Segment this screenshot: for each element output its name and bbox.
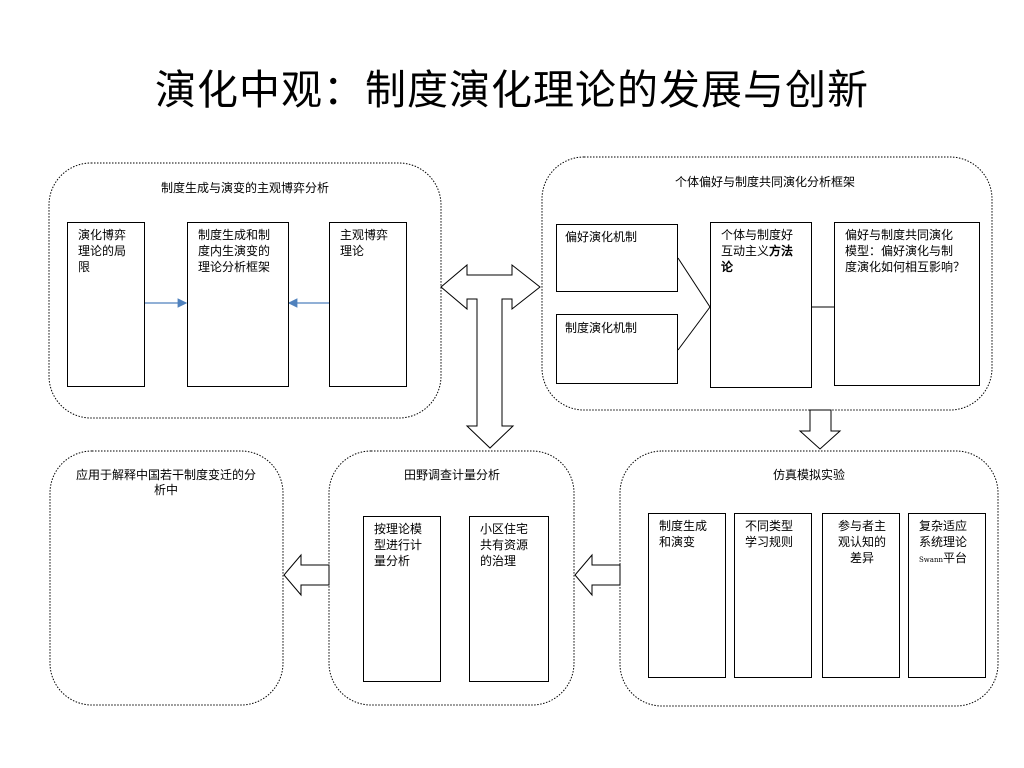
box-coevolution-model-text: 偏好与制度共同演化 模型：偏好演化与制 度演化如何相互影响？: [845, 227, 979, 275]
box-institution-generation-text: 制度生成 和演变: [659, 518, 707, 550]
box-complex-adaptive-systems: 复杂适应 系统理论 Swann平台: [908, 513, 986, 678]
box-evolutionary-game-limits-text: 演化博弈 理论的局 限: [78, 227, 126, 275]
box-interactionism: 个体与制度好 互动主义方法 论: [710, 222, 812, 388]
line: 型进行计: [374, 538, 423, 552]
line-part: 平台: [942, 551, 967, 565]
line: 理论: [340, 244, 365, 258]
box-cognition-differences: 参与者主 观认知的 差异: [822, 513, 900, 678]
box-institution-framework: 制度生成和制 度内生演变的 理论分析框架: [187, 222, 289, 387]
line: 个体与制度好: [721, 228, 794, 242]
left-hollow-arrow-simulation-to-field: [574, 553, 621, 597]
line: 应用于解释中国若干制度变迁的分: [75, 468, 256, 482]
line: 制度生成和制: [198, 228, 271, 242]
line: 和演变: [659, 535, 696, 549]
panel-application: [49, 450, 284, 706]
line: 共有资源: [480, 538, 529, 552]
line: 复杂适应: [919, 519, 968, 533]
line: 观认知的: [837, 535, 886, 549]
panel-game-heading: 制度生成与演变的主观博弈分析: [160, 181, 329, 195]
box-institution-framework-text: 制度生成和制 度内生演变的 理论分析框架: [198, 227, 270, 275]
box-learning-rules-text: 不同类型 学习规则: [745, 518, 793, 550]
line: 度演化如何相互影响？: [845, 260, 966, 274]
line: 学习规则: [745, 535, 794, 549]
box-common-resources: 小区住宅 共有资源 的治理: [469, 516, 549, 682]
connector-pref-mech-to-interaction: [677, 257, 711, 308]
box-quantitative-analysis: 按理论模 型进行计 量分析: [363, 516, 441, 682]
line: 不同类型: [745, 519, 794, 533]
line: Swann平台: [919, 550, 967, 568]
line: 演化博弈: [78, 228, 127, 242]
box-preference-mechanism-text: 偏好演化机制: [565, 230, 638, 244]
line: 析中: [153, 483, 178, 497]
line-bold-part: 方法: [769, 244, 794, 258]
box-common-resources-text: 小区住宅 共有资源 的治理: [480, 521, 528, 569]
line: 系统理论: [919, 535, 968, 549]
line: 主观博弈: [340, 228, 389, 242]
box-cognition-differences-text: 参与者主 观认知的 差异: [823, 518, 901, 566]
panel-preference-framework: [541, 156, 993, 411]
line: 的治理: [480, 554, 517, 568]
line: 按理论模: [374, 522, 423, 536]
line: 小区住宅: [480, 522, 529, 536]
connector-inst-mech-to-interaction: [677, 306, 711, 351]
t-shaped-double-arrow: [440, 263, 541, 449]
box-subjective-game-theory-text: 主观博弈 理论: [340, 227, 388, 259]
line-small-part: Swann: [919, 556, 943, 564]
line: 模型：偏好演化与制: [845, 244, 954, 258]
box-quantitative-analysis-text: 按理论模 型进行计 量分析: [374, 521, 422, 569]
line: 参与者主: [837, 519, 886, 533]
box-preference-mechanism: 偏好演化机制: [556, 224, 678, 292]
box-learning-rules: 不同类型 学习规则: [734, 513, 812, 678]
box-coevolution-model: 偏好与制度共同演化 模型：偏好演化与制 度演化如何相互影响？: [834, 222, 980, 386]
line: 度内生演变的: [198, 244, 271, 258]
line-part: 互动主义: [721, 244, 770, 258]
panel-field-heading: 田野调查计量分析: [403, 468, 500, 482]
slide-title: 演化中观：制度演化理论的发展与创新: [155, 66, 869, 114]
line: 差异: [849, 551, 874, 565]
box-institution-generation: 制度生成 和演变: [648, 513, 726, 678]
box-complex-adaptive-systems-text: 复杂适应 系统理论 Swann平台: [919, 518, 967, 568]
down-hollow-arrow: [798, 409, 842, 450]
line: 限: [78, 260, 91, 274]
line: 偏好与制度共同演化: [845, 228, 954, 242]
left-hollow-arrow-field-to-application: [283, 553, 330, 597]
line: 理论分析框架: [198, 260, 271, 274]
box-interactionism-text: 个体与制度好 互动主义方法 论: [721, 227, 793, 275]
box-institution-mechanism-text: 制度演化机制: [565, 321, 638, 335]
panel-application-heading: 应用于解释中国若干制度变迁的分 析中: [60, 468, 272, 498]
line: 互动主义方法: [721, 243, 793, 259]
panel-preference-heading: 个体偏好与制度共同演化分析框架: [674, 175, 855, 189]
line: 论: [721, 260, 734, 274]
box-evolutionary-game-limits: 演化博弈 理论的局 限: [67, 222, 145, 387]
line: 量分析: [374, 554, 411, 568]
box-subjective-game-theory: 主观博弈 理论: [329, 222, 407, 387]
panel-game-analysis: [48, 162, 442, 419]
line: 制度生成: [659, 519, 708, 533]
line: 理论的局: [78, 244, 127, 258]
panel-simulation-heading: 仿真模拟实验: [772, 468, 845, 482]
box-institution-mechanism: 制度演化机制: [556, 314, 678, 384]
